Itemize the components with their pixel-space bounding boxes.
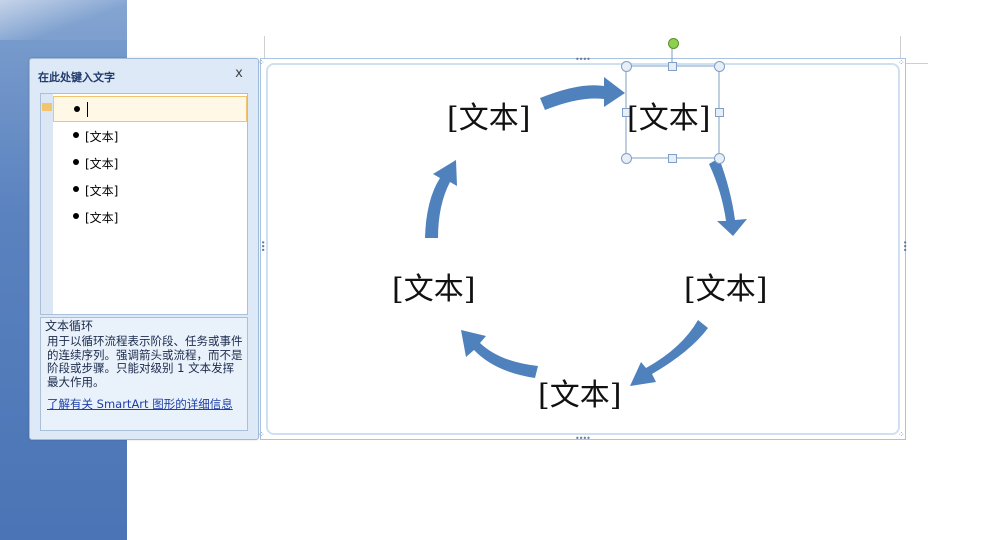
bullet-item-2[interactable]: [文本] xyxy=(53,123,247,149)
strip-sheen xyxy=(0,0,127,40)
bullet-dot-icon xyxy=(73,132,79,138)
smartart-frame[interactable] xyxy=(260,58,906,440)
resize-handle-icon[interactable] xyxy=(668,62,677,71)
layout-description: 文本循环 用于以循环流程表示阶段、任务或事件的连续序列。强调箭头或流程，而不是阶… xyxy=(40,317,248,431)
resize-handle-icon[interactable] xyxy=(715,108,724,117)
smartart-canvas[interactable] xyxy=(266,63,900,435)
cycle-arrow-5 xyxy=(425,160,457,238)
bullet-dot-icon xyxy=(73,186,79,192)
cycle-node-text[interactable]: [文本] xyxy=(392,272,476,307)
frame-resize-handle-bottom-left[interactable]: ⁘ xyxy=(258,430,265,439)
frame-resize-handle-top-left[interactable]: ⁘ xyxy=(258,58,265,67)
cycle-arrow-4 xyxy=(461,330,538,378)
frame-resize-handle-top-right[interactable]: ⁘ xyxy=(898,58,905,67)
cycle-node-text[interactable]: [文本] xyxy=(684,272,768,307)
close-icon[interactable]: x xyxy=(235,66,243,81)
frame-resize-handle-bottom-right[interactable]: ⁘ xyxy=(898,430,905,439)
resize-handle-icon[interactable] xyxy=(714,153,725,164)
frame-resize-handle-right[interactable]: ••• xyxy=(900,240,909,252)
text-pane-title: 在此处键入文字 xyxy=(38,71,115,84)
bullet-item-1[interactable] xyxy=(53,96,247,122)
guide-line xyxy=(900,36,901,58)
bullet-text: [文本] xyxy=(85,211,119,225)
cycle-node-text[interactable]: [文本] xyxy=(538,378,622,413)
cycle-arrow-3 xyxy=(630,320,708,386)
resize-handle-icon[interactable] xyxy=(714,61,725,72)
resize-handle-icon[interactable] xyxy=(621,61,632,72)
cycle-arrows xyxy=(425,77,747,386)
cycle-arrow-1 xyxy=(540,77,625,110)
bullet-dot-icon xyxy=(73,213,79,219)
bullet-text: [文本] xyxy=(85,157,119,171)
resize-handle-icon[interactable] xyxy=(668,154,677,163)
bullet-item-3[interactable]: [文本] xyxy=(53,150,247,176)
bullet-dot-icon xyxy=(73,159,79,165)
learn-more-link[interactable]: 了解有关 SmartArt 图形的详细信息 xyxy=(47,397,233,411)
bullet-text: [文本] xyxy=(85,184,119,198)
bullet-item-5[interactable]: [文本] xyxy=(53,204,247,230)
cycle-node-text[interactable]: [文本] xyxy=(447,101,531,136)
frame-resize-handle-left[interactable]: ••• xyxy=(258,240,267,252)
layout-description-text: 用于以循环流程表示阶段、任务或事件的连续序列。强调箭头或流程，而不是阶段或步骤。… xyxy=(47,334,243,389)
bullet-item-4[interactable]: [文本] xyxy=(53,177,247,203)
frame-resize-handle-bottom[interactable]: •••• xyxy=(575,434,591,443)
cycle-arrow-2 xyxy=(709,158,747,236)
active-row-marker xyxy=(42,103,52,111)
resize-handle-icon[interactable] xyxy=(621,153,632,164)
bullet-text: [文本] xyxy=(85,130,119,144)
bullet-gutter xyxy=(41,94,53,314)
text-caret xyxy=(87,102,88,117)
layout-name: 文本循环 xyxy=(45,319,94,333)
guide-line xyxy=(264,36,265,58)
frame-resize-handle-top[interactable]: •••• xyxy=(575,55,591,64)
cycle-node-text-selected[interactable]: [文本] xyxy=(627,101,711,136)
bullet-list[interactable]: [文本] [文本] [文本] [文本] xyxy=(40,93,248,315)
rotate-handle-icon[interactable] xyxy=(668,38,679,49)
resize-handle-icon[interactable] xyxy=(622,108,631,117)
bullet-dot-icon xyxy=(74,106,80,112)
guide-line xyxy=(906,63,928,64)
smartart-text-pane: 在此处键入文字 x [文本] [文本] [文本] [文本] 文本循环 用于以循 xyxy=(29,58,259,440)
